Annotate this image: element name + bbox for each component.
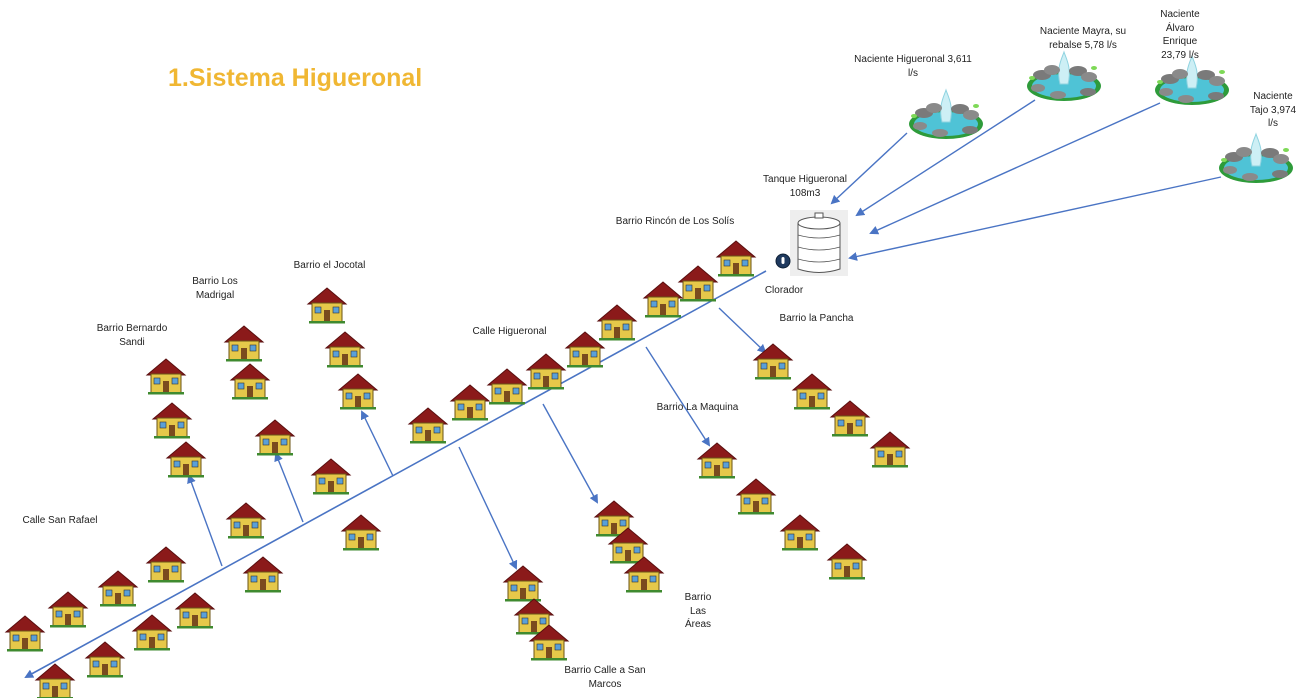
house-icon: [325, 331, 365, 368]
label-barrio-rincon: Barrio Rincón de Los Solís: [615, 216, 735, 227]
branch-pipe-bernardo: [187, 474, 223, 567]
pipe-spring-tajo: [848, 176, 1222, 261]
house-icon: [98, 570, 138, 607]
house-icon: [5, 615, 45, 652]
branch-pipe-jocotal: [361, 410, 394, 477]
label-tanque: Tanque Higueronal 108m3: [763, 174, 847, 199]
house-icon: [827, 543, 867, 580]
house-icon: [736, 478, 776, 515]
house-icon: [565, 331, 605, 368]
label-naciente-mayra: Naciente Mayra, su rebalse 5,78 l/s: [1039, 26, 1127, 51]
branch-pipe-areas: [542, 403, 598, 504]
pipe-spring-higueronal: [830, 132, 908, 205]
house-icon: [307, 287, 347, 324]
house-icon: [753, 343, 793, 380]
house-icon: [132, 614, 172, 651]
house-icon: [408, 407, 448, 444]
label-barrio-jocotal: Barrio el Jocotal: [293, 260, 366, 271]
house-icon: [716, 240, 756, 277]
label-naciente-alvaro: Naciente Álvaro Enrique 23,79 l/s: [1160, 9, 1200, 61]
branch-pipe-pancha: [718, 307, 767, 354]
house-icon: [146, 358, 186, 395]
diagram-title: 1.Sistema Higueronal: [168, 64, 423, 92]
house-icon: [175, 592, 215, 629]
label-calle-san-rafael: Calle San Rafael: [22, 515, 98, 526]
house-icon: [48, 591, 88, 628]
label-barrio-pancha: Barrio la Pancha: [779, 313, 854, 324]
water-tank-icon: [790, 210, 848, 276]
label-naciente-tajo: Naciente Tajo 3,974 l/s: [1249, 91, 1297, 129]
pipe-spring-mayra: [855, 99, 1036, 217]
label-calle-higueronal: Calle Higueronal: [472, 326, 547, 337]
spring-icon: [1218, 133, 1294, 184]
label-naciente-higueronal: Naciente Higueronal 3,611 l/s: [854, 54, 972, 79]
house-icon: [503, 565, 543, 602]
branch-pipe-madrigal: [274, 452, 304, 523]
house-icon: [226, 502, 266, 539]
house-icon: [526, 353, 566, 390]
house-icon: [780, 514, 820, 551]
branch-pipe-maquina: [645, 346, 711, 447]
house-icon: [152, 402, 192, 439]
house-icon: [792, 373, 832, 410]
house-icon: [450, 384, 490, 421]
main-pipe: [24, 270, 767, 678]
spring-icon: [1154, 55, 1230, 106]
label-barrio-maquina: Barrio La Maquina: [656, 402, 739, 413]
house-icon: [643, 281, 683, 318]
branch-pipe-san-marcos: [458, 446, 518, 570]
spring-icon: [1026, 51, 1102, 102]
label-barrio-san-marcos: Barrio Calle a San Marcos: [564, 665, 646, 690]
house-icon: [338, 373, 378, 410]
house-icon: [243, 556, 283, 593]
label-barrio-areas: Barrio Las Áreas: [684, 592, 712, 630]
house-icon: [85, 641, 125, 678]
house-icon: [311, 458, 351, 495]
house-icon: [224, 325, 264, 362]
pipe-spring-alvaro: [869, 102, 1161, 235]
label-clorador: Clorador: [764, 285, 804, 296]
house-icon: [166, 441, 206, 478]
house-icon: [230, 363, 270, 400]
label-barrio-madrigal: Barrio Los Madrigal: [192, 276, 238, 301]
chlorinator-icon: [775, 253, 791, 269]
house-icon: [830, 400, 870, 437]
house-icon: [697, 442, 737, 479]
house-icon: [487, 368, 527, 405]
house-icon: [341, 514, 381, 551]
house-icon: [678, 265, 718, 302]
house-icon: [597, 304, 637, 341]
label-barrio-bernardo: Barrio Bernardo Sandi: [96, 323, 168, 348]
spring-icon: [908, 89, 984, 140]
house-icon: [870, 431, 910, 468]
house-icon: [255, 419, 295, 456]
house-icon: [146, 546, 186, 583]
